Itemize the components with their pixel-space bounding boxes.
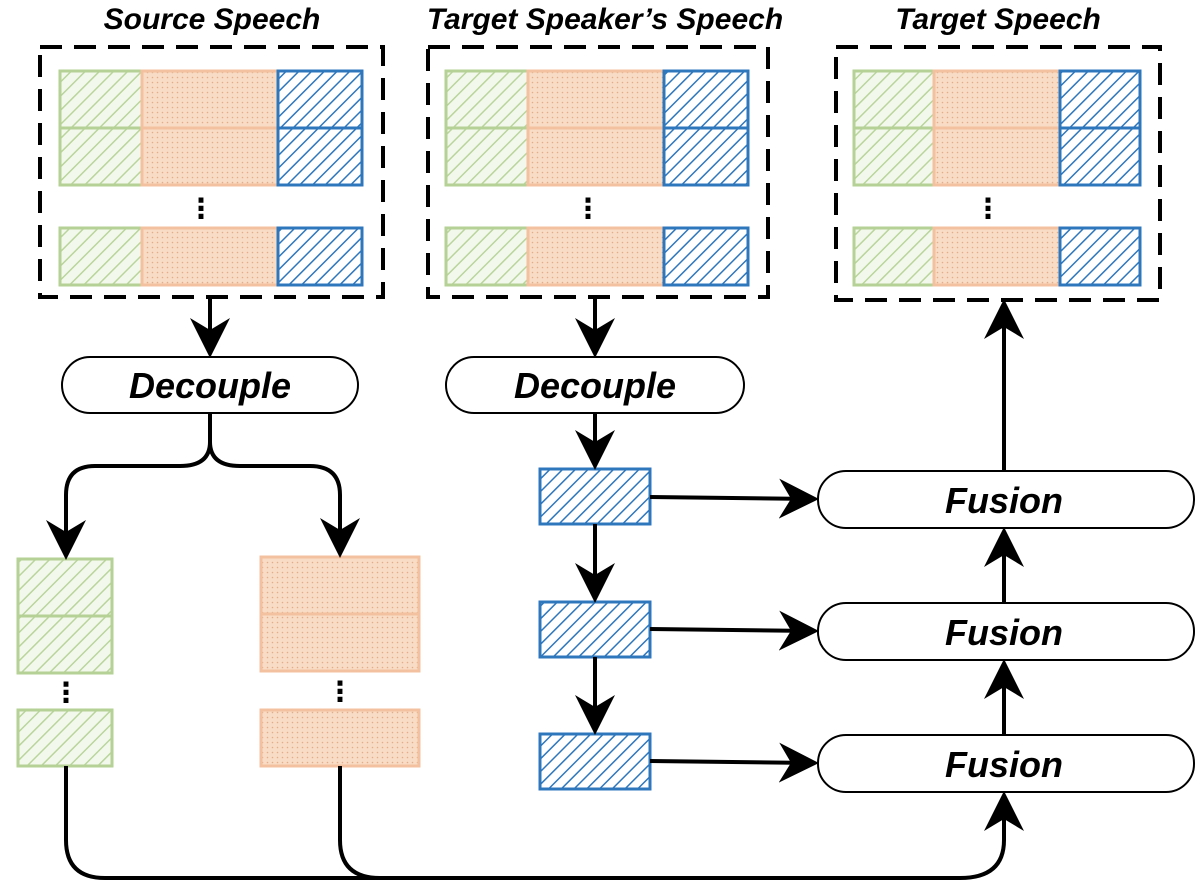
target-speech-frame	[834, 45, 1162, 302]
source-blue-cell-3	[276, 226, 364, 287]
title-source-speech: Source Speech	[104, 3, 321, 36]
target-blue-cell-2	[1058, 126, 1142, 187]
target-speaker-blue-cell-3	[662, 226, 750, 287]
fusion-top-label: Fusion	[945, 480, 1063, 521]
source-ellipsis: ⋮	[187, 193, 215, 224]
source-orange-column-ellipsis: ⋮	[326, 676, 354, 707]
target-speaker-ellipsis: ⋮	[574, 193, 602, 224]
source-green-cell-3	[58, 226, 144, 287]
target-orange-cell-1	[932, 69, 1062, 130]
title-target-speech: Target Speech	[895, 3, 1101, 36]
source-col-green-cell-3	[16, 708, 114, 768]
fusion-top-node: Fusion	[817, 470, 1195, 529]
target-speaker-blue-cell-2	[662, 126, 750, 187]
speaker-feature-1	[538, 467, 652, 526]
decouple-source-label: Decouple	[129, 365, 291, 406]
target-speaker-speech-frame	[426, 45, 770, 299]
source-green-column-ellipsis: ⋮	[52, 677, 80, 708]
target-orange-cell-2	[932, 126, 1062, 187]
fusion-middle-node: Fusion	[817, 602, 1195, 661]
source-speech-block: ⋮	[38, 45, 385, 299]
arrow-orange-to-fusion	[338, 766, 381, 880]
target-blue-cell-3	[1058, 226, 1142, 287]
source-orange-cell-1	[140, 69, 280, 130]
target-orange-cell-3	[932, 226, 1062, 287]
arrow-decouple-to-green	[46, 413, 212, 560]
speaker-feature-2	[538, 600, 652, 659]
source-col-green-cell-1	[16, 557, 114, 618]
target-speaker-blue-cell-1	[662, 69, 750, 130]
target-speaker-orange-cell-3	[526, 226, 666, 287]
arrow-green-to-fusion	[64, 766, 1024, 880]
fusion-bottom-node: Fusion	[817, 734, 1195, 793]
decouple-target-speaker-label: Decouple	[514, 365, 676, 406]
target-green-cell-3	[852, 226, 936, 287]
speaker-feature-3	[538, 732, 652, 791]
connections	[46, 297, 1024, 880]
target-speaker-orange-cell-2	[526, 126, 666, 187]
source-green-cell-2	[58, 126, 144, 187]
target-speaker-green-cell-2	[444, 126, 530, 187]
source-blue-cell-1	[276, 69, 364, 130]
source-blue-cell-2	[276, 126, 364, 187]
fusion-bottom-label: Fusion	[945, 744, 1063, 785]
arrow-feature-2-to-fusion-middle	[649, 610, 819, 651]
source-green-column: ⋮	[16, 557, 114, 768]
target-speaker-orange-cell-1	[526, 69, 666, 130]
target-speaker-green-cell-3	[444, 226, 530, 287]
arrow-decouple-to-orange	[208, 441, 360, 558]
decouple-target-speaker-node: Decouple	[445, 356, 745, 414]
source-green-cell-1	[58, 69, 144, 130]
target-speech-block: ⋮	[834, 45, 1162, 302]
source-orange-cell-3	[140, 226, 280, 287]
source-orange-cell-2	[140, 126, 280, 187]
target-blue-cell-1	[1058, 69, 1142, 130]
source-col-orange-cell-3	[259, 708, 421, 768]
fusion-middle-label: Fusion	[945, 612, 1063, 653]
source-orange-column: ⋮	[259, 555, 421, 768]
target-speaker-green-cell-1	[444, 69, 530, 130]
target-green-cell-1	[852, 69, 936, 130]
source-col-orange-cell-2	[259, 612, 421, 673]
target-ellipsis: ⋮	[974, 193, 1002, 224]
source-col-orange-cell-1	[259, 555, 421, 616]
arrow-feature-3-to-fusion-bottom	[649, 742, 819, 783]
target-green-cell-2	[852, 126, 936, 187]
arrow-feature-1-to-fusion-top	[649, 478, 819, 519]
decouple-source-node: Decouple	[61, 356, 359, 414]
title-target-speaker-speech: Target Speaker’s Speech	[427, 3, 783, 36]
target-speaker-speech-block: ⋮	[426, 45, 770, 299]
source-col-green-cell-2	[16, 614, 114, 675]
